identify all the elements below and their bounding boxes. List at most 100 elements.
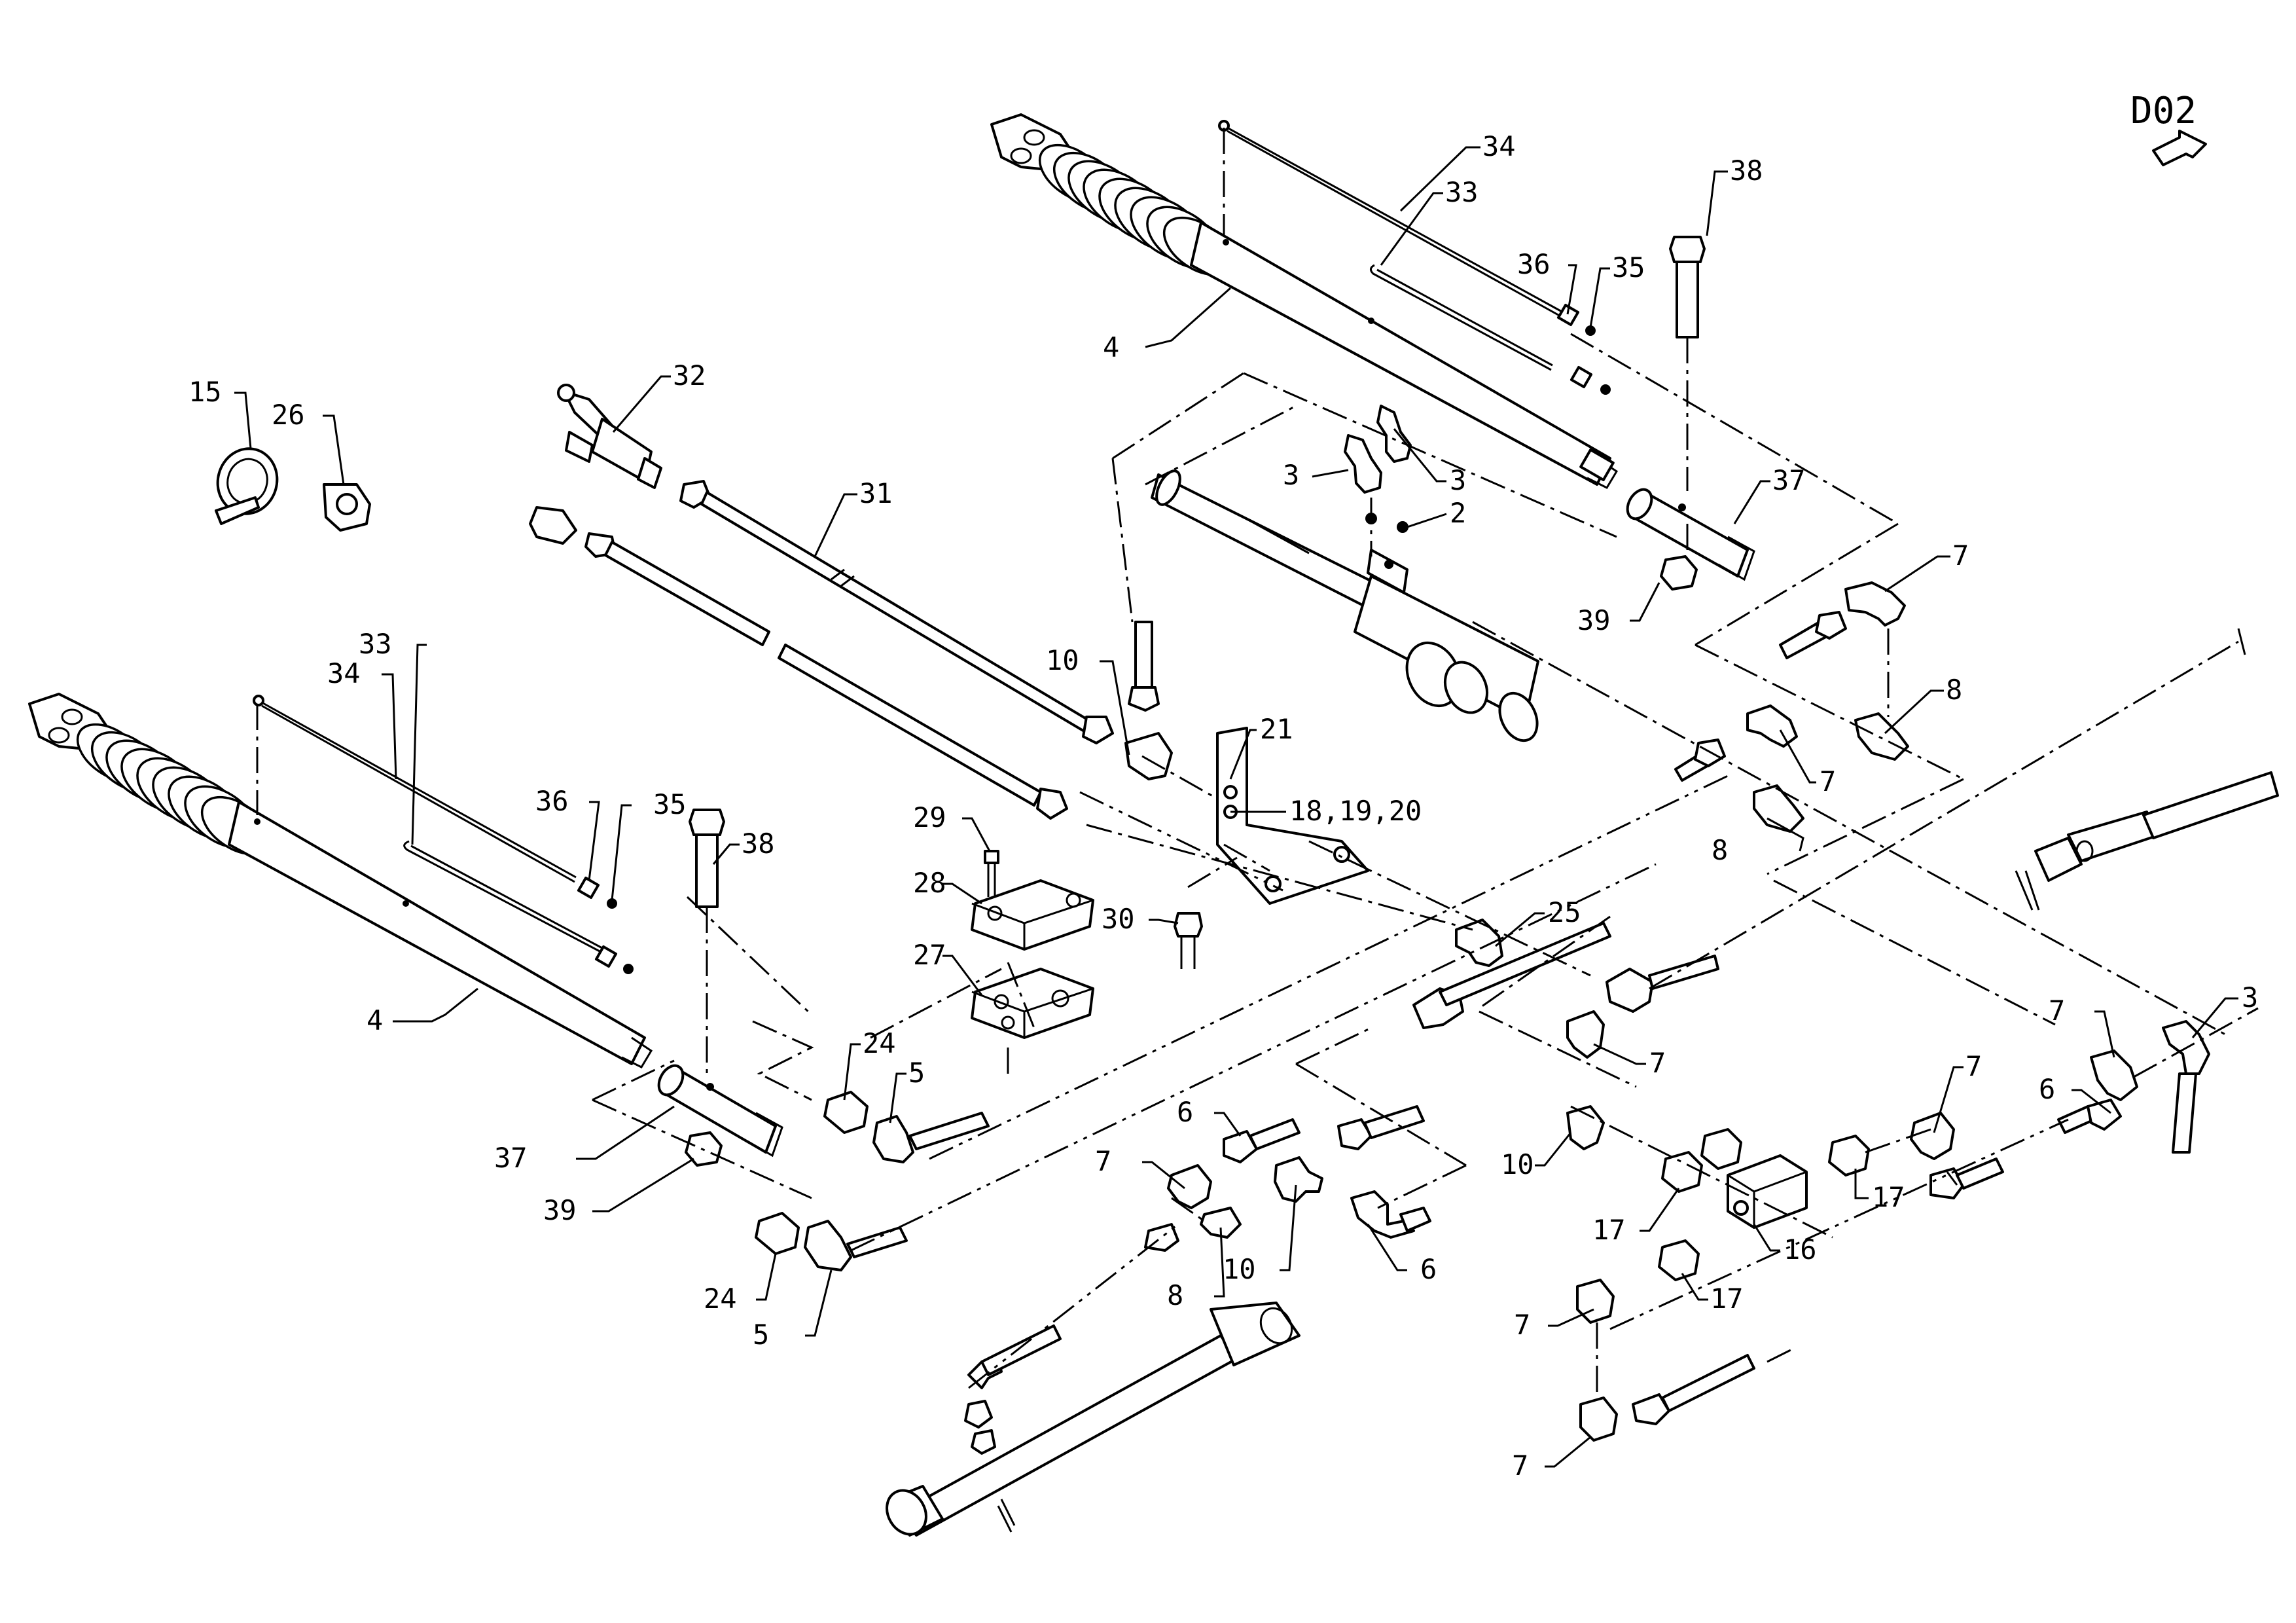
pin-37-top xyxy=(1626,488,1755,581)
callout-24-b: 24 xyxy=(704,1283,737,1315)
view-code-text: D02 xyxy=(2130,90,2197,132)
hose-6-center xyxy=(1337,1118,1372,1150)
pin-37-left xyxy=(657,1064,783,1158)
callout-34-top: 34 xyxy=(1482,130,1516,162)
tee-8-right-top xyxy=(1854,712,1909,761)
callout-5-b: 5 xyxy=(753,1319,769,1351)
elbow-7-bottom-b xyxy=(1579,1396,1618,1442)
callout-8-a: 8 xyxy=(1946,674,1962,706)
callout-18-19-20: 18,19,20 xyxy=(1289,795,1422,827)
elbow-3-lower xyxy=(1344,434,1382,494)
callout-5-a: 5 xyxy=(908,1057,925,1089)
callout-27: 27 xyxy=(913,939,946,971)
callout-7-b: 7 xyxy=(1820,765,1836,797)
callout-36-left: 36 xyxy=(535,785,569,817)
adapter-24-upper xyxy=(823,1091,869,1134)
adapter-17-top xyxy=(1700,1128,1742,1170)
callout-3-c: 3 xyxy=(2242,981,2258,1013)
callout-35-left: 35 xyxy=(653,788,687,820)
nut-39-top xyxy=(1660,555,1698,591)
callout-labels: 34 33 38 36 35 4 32 31 15 26 3 3 2 37 39… xyxy=(188,130,2258,1482)
hose-5-lower xyxy=(804,1220,852,1271)
view-direction-arrow-icon xyxy=(2152,130,2207,166)
callout-26: 26 xyxy=(272,399,305,431)
tee-10-lower xyxy=(1274,1156,1323,1203)
callout-6-b: 6 xyxy=(1420,1253,1437,1285)
callout-31: 31 xyxy=(859,477,893,509)
elbow-7-mid xyxy=(1746,704,1798,748)
callout-6-c: 6 xyxy=(2039,1073,2055,1105)
manifold-block-16 xyxy=(1727,1154,1808,1229)
callout-33-top: 33 xyxy=(1445,176,1479,208)
right-cylinder-end xyxy=(2015,771,2279,911)
callout-16: 16 xyxy=(1784,1233,1817,1266)
centerlines xyxy=(592,333,2259,1389)
callout-6-a: 6 xyxy=(1177,1096,1193,1128)
callout-7-d: 7 xyxy=(1649,1047,1666,1079)
callout-25: 25 xyxy=(1548,896,1581,928)
seal-2-b xyxy=(1397,521,1408,533)
ball-valve-32 xyxy=(557,384,662,489)
leader-lines xyxy=(234,146,2246,1468)
callout-39-left: 39 xyxy=(543,1194,577,1226)
callout-37-top: 37 xyxy=(1772,464,1806,496)
elbow-7-right-b xyxy=(2090,1049,2138,1101)
callout-7-h: 7 xyxy=(2049,994,2065,1027)
callout-8-c: 8 xyxy=(1167,1279,1183,1311)
callout-4-left: 4 xyxy=(367,1004,383,1036)
callout-7-a: 7 xyxy=(1952,539,1969,572)
callout-38-top: 38 xyxy=(1730,155,1763,187)
callout-7-g: 7 xyxy=(1965,1050,1982,1082)
screw-29 xyxy=(984,850,999,897)
callout-29: 29 xyxy=(913,801,946,833)
lift-cylinder-top xyxy=(990,113,1619,489)
elbow-7-lower-center xyxy=(1566,1010,1605,1059)
tee-10-mid xyxy=(1566,1105,1605,1150)
callout-7-e: 7 xyxy=(1514,1309,1530,1341)
callout-33-left: 33 xyxy=(359,628,392,660)
adapter-17-left xyxy=(1661,1151,1703,1193)
clip-26 xyxy=(323,483,371,532)
callout-4-top: 4 xyxy=(1103,331,1119,363)
rod-34-top xyxy=(1218,120,1580,327)
callout-8-b: 8 xyxy=(1712,834,1728,866)
bolt-38-left xyxy=(689,809,725,1074)
center-cylinder xyxy=(1151,469,1539,742)
adapter-24-lower xyxy=(755,1212,800,1255)
callout-17-c: 17 xyxy=(1710,1283,1744,1315)
callout-10-b: 10 xyxy=(1501,1148,1534,1180)
hose-upper-vertical xyxy=(1134,621,1153,689)
callout-37-left: 37 xyxy=(494,1142,528,1174)
rod-34-left xyxy=(253,695,617,909)
tee-10-upper xyxy=(1124,732,1173,780)
callout-36-top: 36 xyxy=(1517,248,1551,280)
hose-31-lower xyxy=(529,506,1068,820)
adapter-17-bottom xyxy=(1658,1239,1700,1281)
plate-28 xyxy=(971,879,1094,951)
callout-30: 30 xyxy=(1102,903,1135,935)
callout-39-top: 39 xyxy=(1577,604,1611,636)
elbow-25 xyxy=(1455,919,1503,967)
elbow-7-right-top xyxy=(1844,581,1906,627)
hose-6-left xyxy=(1223,1130,1258,1163)
callout-7-c: 7 xyxy=(1095,1145,1111,1177)
bottom-cylinder xyxy=(886,1302,1300,1537)
hose-5-upper xyxy=(872,1115,914,1163)
callout-7-f: 7 xyxy=(1512,1450,1528,1482)
bolt-30 xyxy=(1174,912,1203,969)
bolt-38-top xyxy=(1669,236,1706,491)
plate-27 xyxy=(971,968,1094,1039)
view-code-label: D02 xyxy=(2130,90,2207,166)
callout-10-c: 10 xyxy=(1223,1253,1256,1285)
hose-bottom-right xyxy=(1632,1393,1670,1425)
hose-right-lower xyxy=(1929,1167,1965,1199)
callout-34-left: 34 xyxy=(327,657,361,689)
callout-38-left: 38 xyxy=(742,828,775,860)
rod-33-left xyxy=(403,840,634,974)
top-cylinder-tube xyxy=(1190,221,1611,486)
callout-17-a: 17 xyxy=(1592,1214,1626,1246)
elbow-7-lower-left xyxy=(1167,1164,1212,1209)
hose-31-upper xyxy=(679,480,1114,744)
callout-32: 32 xyxy=(673,359,706,392)
elbow-7-bottom-a xyxy=(1576,1279,1615,1324)
